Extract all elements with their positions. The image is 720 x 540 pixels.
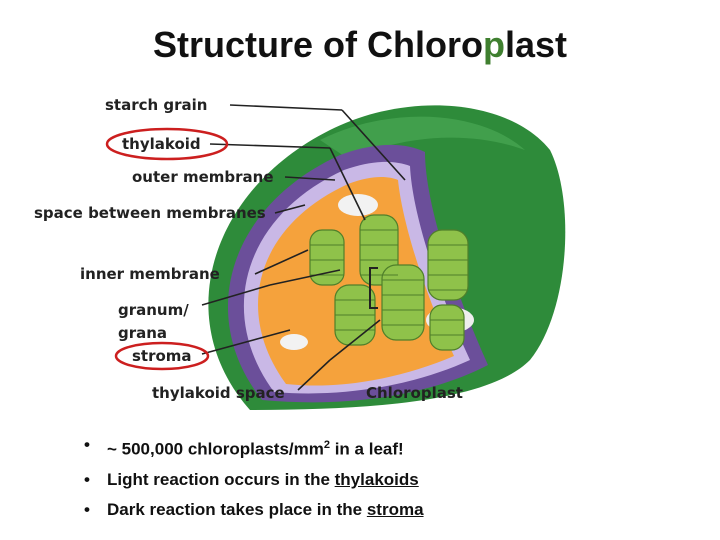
title-part-b: Chloro (366, 24, 483, 65)
bullet-1-suffix: in a leaf! (329, 439, 404, 459)
label-chloroplast: Chloroplast (366, 384, 463, 402)
page-title: Structure of Chloroplast (0, 24, 720, 66)
bullet-item-3: Dark reaction takes place in the stroma (80, 495, 424, 525)
bullet-3-underlined: stroma (366, 499, 424, 519)
bullet-2-underlined: thylakoids (334, 469, 419, 489)
chloroplast-illustration: starch grain thylakoid outer membrane sp… (34, 96, 566, 410)
title-accent-letter: p (482, 24, 505, 65)
label-thylakoid-space: thylakoid space (152, 384, 285, 402)
label-space-between-membranes: space between membranes (34, 204, 266, 222)
thylakoid-highlight-circle (105, 127, 229, 161)
bullet-item-1: ~ 500,000 chloroplasts/mm2 in a leaf! (80, 430, 424, 465)
bullet-2-text: Light reaction occurs in the (107, 469, 335, 489)
label-grana: grana (118, 324, 167, 342)
starch-grain-shape-3 (280, 334, 308, 350)
title-part-a: Structure of (152, 24, 367, 65)
label-starch-grain: starch grain (105, 96, 208, 114)
label-thylakoid: thylakoid (122, 135, 201, 153)
label-inner-membrane: inner membrane (80, 265, 220, 283)
bullet-1-text: ~ 500,000 chloroplasts/mm (107, 439, 324, 459)
stroma-highlight-circle (114, 341, 210, 371)
bullet-list: ~ 500,000 chloroplasts/mm2 in a leaf! Li… (80, 430, 424, 525)
chloroplast-diagram: starch grain thylakoid outer membrane sp… (30, 80, 570, 415)
label-stroma: stroma (132, 347, 192, 365)
grana-stripes (310, 229, 468, 336)
bullet-1-superscript: 2 (323, 439, 330, 451)
leader-lines (201, 104, 406, 391)
title-part-c: last (504, 24, 568, 65)
granum-bracket (369, 267, 378, 309)
bullet-3-text: Dark reaction takes place in the (107, 499, 367, 519)
label-outer-membrane: outer membrane (132, 168, 274, 186)
label-granum: granum/ (118, 301, 189, 319)
bullet-item-2: Light reaction occurs in the thylakoids (80, 465, 424, 495)
